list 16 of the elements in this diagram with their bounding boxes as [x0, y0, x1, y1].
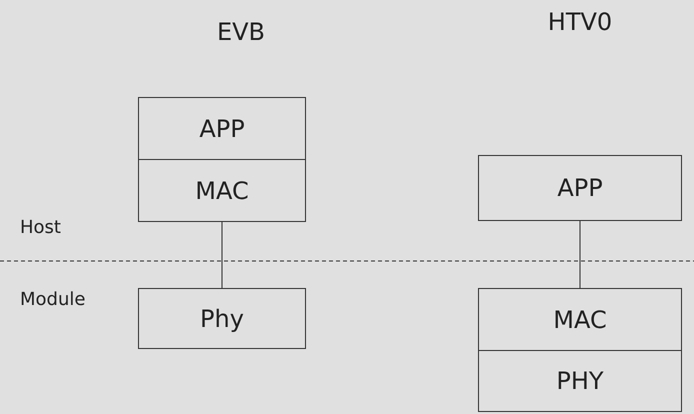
layer-label: Module [20, 289, 86, 310]
layer-box [138, 97, 306, 160]
layer-box [478, 288, 682, 351]
layer-name: MAC [195, 176, 249, 204]
column-title: HTV0 [548, 8, 612, 36]
layer-box [138, 288, 306, 349]
layer-box [138, 159, 306, 222]
column-title: EVB [216, 18, 266, 46]
layer-label: Host [20, 217, 61, 238]
layer-name: MAC [553, 306, 607, 334]
layer-name: Phy [200, 304, 244, 332]
layer-box [478, 350, 682, 412]
layer-name: APP [199, 114, 245, 142]
layer-name: APP [557, 174, 603, 202]
layer-name: PHY [556, 367, 604, 395]
layer-box [478, 155, 682, 221]
